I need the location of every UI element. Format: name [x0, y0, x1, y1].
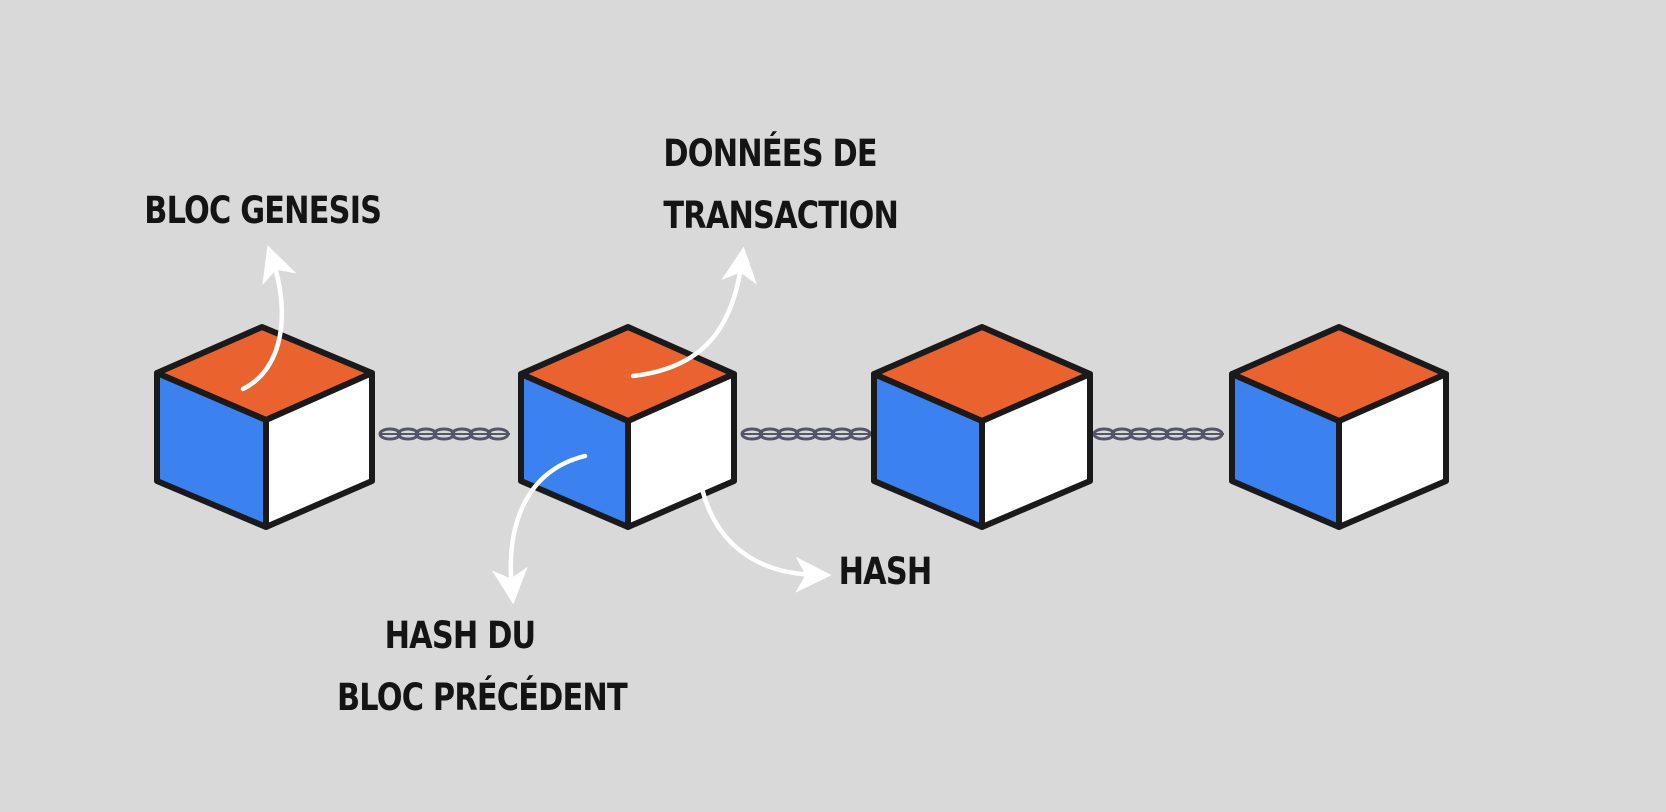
block-4 — [1229, 324, 1449, 530]
transaction-data-label: DONNÉES DE TRANSACTION — [663, 123, 899, 247]
transaction-data-label-line2: TRANSACTION — [663, 194, 899, 237]
chain-icon — [1092, 427, 1224, 441]
cube-icon — [518, 324, 737, 530]
genesis-block-label-text: BLOC GENESIS — [144, 189, 382, 232]
previous-hash-label-line1: HASH DU — [384, 614, 537, 657]
hash-label-text: HASH — [838, 550, 933, 593]
cube-icon — [871, 324, 1093, 530]
block-3 — [871, 324, 1093, 530]
chain-icon — [740, 427, 872, 441]
previous-hash-label: HASH DU BLOC PRÉCÉDENT — [337, 605, 628, 729]
genesis-block-label: BLOC GENESIS — [144, 180, 382, 242]
chain-link-1 — [378, 427, 510, 441]
cube-icon — [154, 324, 375, 530]
arrow-genesis — [240, 245, 297, 392]
transaction-data-label-line1: DONNÉES DE — [663, 132, 877, 175]
block-2 — [518, 324, 737, 530]
chain-icon — [378, 427, 510, 441]
previous-hash-label-line2: BLOC PRÉCÉDENT — [337, 676, 628, 719]
hash-label: HASH — [828, 541, 943, 603]
block-1-genesis — [154, 324, 375, 530]
chain-link-2 — [740, 427, 872, 441]
chain-link-3 — [1092, 427, 1224, 441]
arrow-previous-hash — [491, 453, 588, 605]
arrow-transaction-data — [630, 246, 757, 379]
cube-icon — [1229, 324, 1449, 530]
arrow-hash — [695, 464, 832, 593]
